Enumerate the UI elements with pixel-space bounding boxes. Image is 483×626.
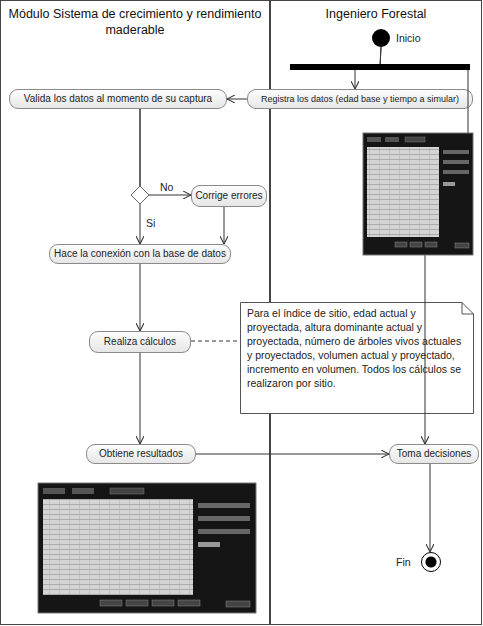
note-box: Para el índice de sitio, edad actual y p… [240,302,474,414]
window-button [410,242,422,247]
screenshot [363,133,473,255]
window-button [395,242,407,247]
action-box: Corrige errores [191,185,267,207]
window-button [100,600,122,606]
node-label: Inicio [396,32,421,44]
action-box: Obtiene resultados [86,444,196,464]
action-box: Toma decisiones [389,444,479,464]
node-label: Fin [396,556,411,568]
screenshot [38,483,256,613]
toolbar-field [72,488,94,494]
decision-diamond [131,186,149,204]
control-flow [224,207,225,244]
side-panel-field [443,160,469,164]
action-box: Realiza cálculos [89,331,191,353]
side-panel-field [443,170,469,174]
action-box: Hace la conexión con la base de datos [49,244,231,264]
side-panel-field [198,516,250,521]
control-flow [380,47,468,444]
side-panel-field [198,529,250,534]
control-flow [430,464,431,552]
action-box: Valida los datos al momento de su captur… [9,89,227,109]
final-node: Fin [421,552,441,572]
window-button [126,600,148,606]
edge-label: Si [146,217,155,229]
note-anchor [191,341,240,342]
window-button [226,601,250,607]
window-button [455,243,469,248]
side-panel-field [443,182,455,186]
action-label: Registra los datos (edad base y tiempo a… [261,94,459,104]
note-text: Para el índice de sitio, edad actual y p… [247,307,464,391]
control-flow [140,109,191,195]
data-table [43,499,193,595]
window-button [178,600,200,606]
window-frame [38,483,256,613]
initial-node: Inicio [372,29,390,47]
control-flow [227,99,247,100]
lane-title: Ingeniero Forestal [275,7,477,23]
control-flow [355,47,381,89]
side-panel-field [443,150,469,154]
window-frame [363,133,473,255]
toolbar-button [405,137,425,142]
action-box: Registra los datos (edad base y tiempo a… [247,89,473,109]
side-panel-field [198,503,250,508]
control-flow [140,264,141,331]
toolbar-button [110,488,144,494]
side-panel-field [198,542,220,547]
window-button [425,242,437,247]
action-label: Hace la conexión con la base de datos [54,248,226,260]
action-label: Corrige errores [195,190,262,202]
action-label: Toma decisiones [397,448,471,460]
swimlane: Módulo Sistema de crecimiento y rendimie… [0,0,270,625]
window-button [152,600,174,606]
control-flow [140,353,141,444]
action-label: Realiza cálculos [104,336,176,348]
lane-title: Módulo Sistema de crecimiento y rendimie… [5,7,265,38]
toolbar-field [367,137,381,142]
edge-label: No [160,181,173,193]
data-table [367,147,439,237]
toolbar-field [385,137,399,142]
fork-bar [290,64,470,70]
action-label: Valida los datos al momento de su captur… [24,93,212,105]
note-shape [241,303,474,414]
control-flow [140,109,141,244]
toolbar-field [43,488,65,494]
control-flow [196,454,389,455]
action-label: Obtiene resultados [99,448,183,460]
